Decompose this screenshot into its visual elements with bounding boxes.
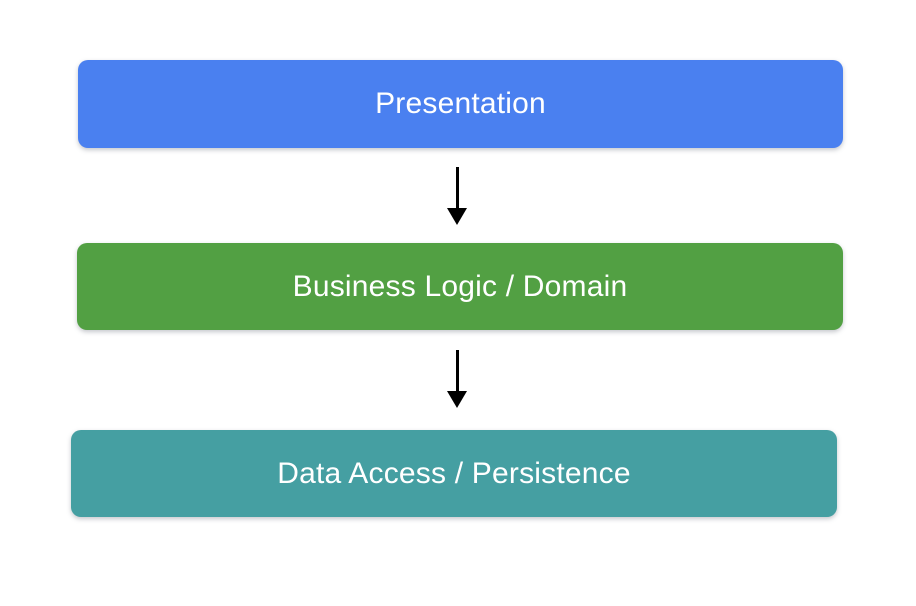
arrow-shaft bbox=[455, 350, 459, 391]
arrow-down-icon bbox=[447, 350, 467, 408]
arrow-down-icon bbox=[447, 167, 467, 225]
layer-box-business-logic: Business Logic / Domain bbox=[77, 243, 843, 330]
layer-label-data-access: Data Access / Persistence bbox=[277, 456, 631, 490]
layer-label-business-logic: Business Logic / Domain bbox=[292, 269, 628, 303]
arrow-head bbox=[447, 391, 467, 408]
layer-box-presentation: Presentation bbox=[78, 60, 843, 148]
arrow-head bbox=[447, 208, 467, 225]
layer-box-data-access: Data Access / Persistence bbox=[71, 430, 837, 517]
layer-label-presentation: Presentation bbox=[375, 87, 546, 120]
arrow-shaft bbox=[455, 167, 459, 208]
